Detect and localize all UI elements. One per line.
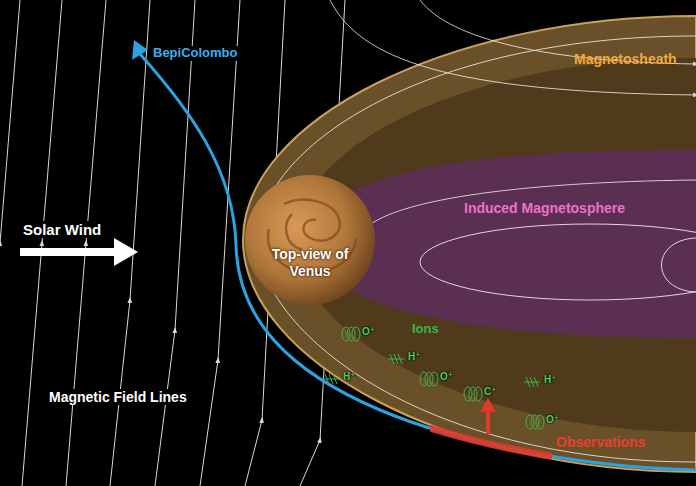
solar-wind-arrow-part [114, 238, 138, 266]
callout-label: Observations [556, 434, 645, 450]
ion-glyphs-part-part [352, 327, 360, 341]
ion-glyphs-part-part [464, 387, 472, 401]
ion-glyphs-part-part [524, 377, 540, 387]
solar-wind-arrow [20, 238, 138, 266]
planet-disc [245, 175, 375, 305]
spacecraft-trajectory-part [132, 40, 148, 60]
ion-glyphs-part-part [469, 387, 477, 401]
magnetosheath-region [243, 16, 696, 472]
flow-label: Solar Wind [20, 221, 104, 238]
ion-glyphs-part-part [420, 372, 428, 386]
ion-label: O⁺ [546, 414, 559, 426]
observation-segment [236, 245, 696, 470]
field-lines-outside-part [110, 0, 150, 486]
field-lines-draped-part [330, 0, 696, 95]
ion-glyphs-part-part [388, 354, 404, 364]
ion-label: C⁺ [484, 386, 497, 398]
field-lines-draped-part [360, 180, 696, 235]
ion-glyphs-part-part [425, 372, 433, 386]
field-lines-outside-part [200, 0, 240, 486]
magnetosheath-region-part [243, 16, 696, 472]
ion-glyphs-part-part [474, 387, 482, 401]
planet-swirl [286, 214, 302, 250]
region-label: Magnetosheath [574, 51, 677, 67]
group-label: Ions [412, 322, 439, 337]
ion-glyphs-part-part [536, 415, 544, 429]
spacecraft-label: BepiColombo [150, 46, 241, 61]
ion-glyphs-part [526, 415, 544, 429]
axis-label: Magnetic Field Lines [46, 389, 190, 405]
field-lines-outside-part [22, 0, 62, 486]
ion-glyphs-part [464, 387, 482, 401]
ion-label: O⁺ [440, 371, 453, 383]
ion-label: O⁺ [362, 326, 375, 338]
ion-label: H⁺ [343, 371, 356, 383]
observation-segment-part [430, 380, 552, 470]
field-lines-outside-part [155, 0, 195, 486]
ion-glyphs-part-part [526, 415, 534, 429]
ion-glyphs-part [420, 372, 438, 386]
ion-label: H⁺ [408, 351, 421, 363]
ion-glyphs-part [524, 377, 540, 387]
region-label: Induced Magnetosphere [464, 200, 625, 216]
ion-glyphs-part [388, 354, 404, 364]
planet-circle: Top-view of Venus [244, 174, 376, 306]
spacecraft-trajectory [132, 40, 696, 470]
ion-glyphs-part-part [347, 327, 355, 341]
field-lines-outside-part [0, 0, 20, 486]
planet-swirl [284, 200, 340, 241]
ion-glyphs-part-part [531, 415, 539, 429]
ion-glyphs-part [342, 327, 360, 341]
ion-glyphs-part-part [430, 372, 438, 386]
field-lines-draped-part [258, 36, 696, 462]
planet-label: Top-view of Venus [268, 246, 352, 280]
ion-glyphs [323, 327, 544, 429]
observation-segment-part [480, 398, 496, 412]
ion-glyphs-part-part [342, 327, 350, 341]
solar-wind-arrow-part [20, 248, 118, 256]
planet-shape [244, 174, 376, 306]
induced-magnetosphere-region-part [662, 238, 696, 292]
field-lines-outside-part [66, 0, 106, 486]
ion-label: H⁺ [544, 374, 557, 386]
spacecraft-trajectory-part [140, 54, 696, 470]
observation-segment-part [486, 410, 490, 434]
induced-magnetosphere-region-part [420, 224, 696, 300]
